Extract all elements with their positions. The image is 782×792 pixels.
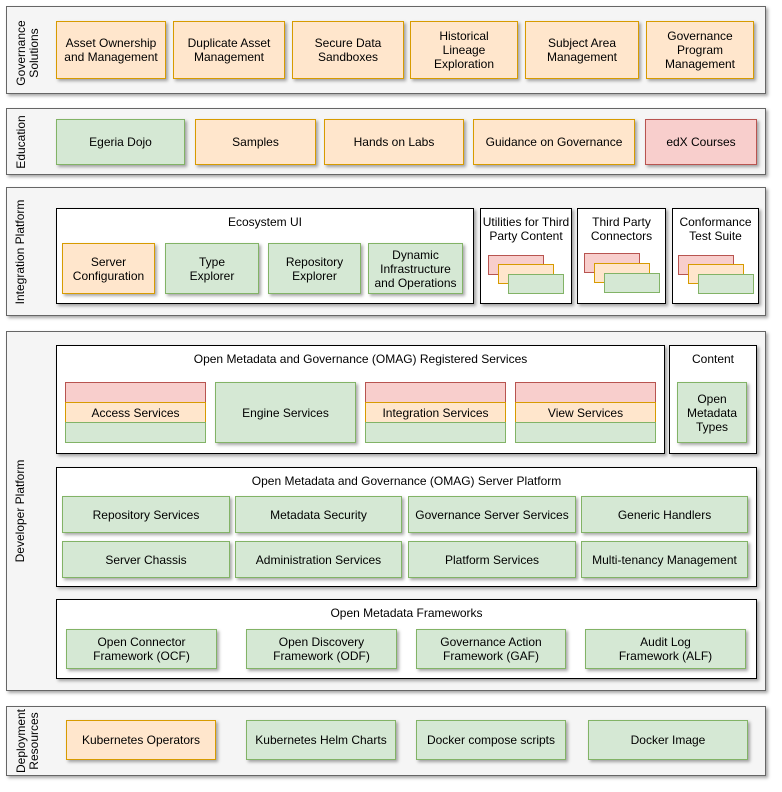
developer-platform-label: Developer Platform — [12, 459, 27, 563]
content-title: Content — [691, 352, 735, 366]
governance-solutions-label: Governance Solutions — [14, 20, 41, 86]
deployment-resources-label: Deployment Resources — [14, 708, 41, 774]
education-label: Education — [13, 115, 28, 169]
kubernetes-helm-charts-box: Kubernetes Helm Charts — [246, 720, 396, 760]
conformance-title: Conformance Test Suite — [679, 215, 752, 243]
metadata-security-box: Metadata Security — [235, 496, 402, 533]
open-metadata-types-box: Open Metadata Types — [677, 382, 747, 443]
server-platform-title: Open Metadata and Governance (OMAG) Serv… — [251, 474, 562, 488]
engine-services-box: Engine Services — [215, 382, 356, 443]
subject-area-box: Subject Area Management — [525, 21, 639, 79]
odf-box: Open Discovery Framework (ODF) — [246, 629, 397, 669]
frameworks-title: Open Metadata Frameworks — [330, 606, 483, 620]
utilities-title: Utilities for Third Party Content — [482, 215, 570, 243]
integration-platform-label: Integration Platform — [12, 199, 27, 305]
type-explorer-box: Type Explorer — [165, 243, 259, 294]
alf-box: Audit Log Framework (ALF) — [585, 629, 746, 669]
ocf-box: Open Connector Framework (OCF) — [66, 629, 217, 669]
platform-services-box: Platform Services — [408, 541, 576, 578]
gaf-box: Governance Action Framework (GAF) — [416, 629, 566, 669]
access-services-box: Access Services — [65, 402, 206, 423]
server-configuration-box: Server Configuration — [62, 243, 155, 294]
administration-services-box: Administration Services — [235, 541, 402, 578]
kubernetes-operators-box: Kubernetes Operators — [66, 720, 216, 760]
connectors-title: Third Party Connectors — [590, 215, 653, 243]
access-services-band-bottom — [65, 422, 206, 443]
samples-box: Samples — [195, 119, 316, 165]
edx-courses-box: edX Courses — [645, 119, 757, 165]
duplicate-asset-box: Duplicate Asset Management — [173, 21, 285, 79]
integration-services-box: Integration Services — [365, 402, 506, 423]
asset-ownership-box: Asset Ownership and Management — [56, 21, 166, 79]
integration-services-band-top — [365, 382, 506, 403]
generic-handlers-box: Generic Handlers — [581, 496, 748, 533]
guidance-on-governance-box: Guidance on Governance — [473, 119, 635, 165]
secure-data-sandboxes-box: Secure Data Sandboxes — [292, 21, 404, 79]
conformance-stack-card-3 — [698, 274, 754, 294]
egeria-dojo-box: Egeria Dojo — [56, 119, 185, 165]
repository-services-box: Repository Services — [62, 496, 230, 533]
docker-image-box: Docker Image — [588, 720, 748, 760]
governance-program-box: Governance Program Management — [646, 21, 754, 79]
view-services-box: View Services — [515, 402, 656, 423]
multi-tenancy-box: Multi-tenancy Management — [581, 541, 748, 578]
hands-on-labs-box: Hands on Labs — [324, 119, 464, 165]
ecosystem-ui-title: Ecosystem UI — [227, 215, 302, 229]
dynamic-infrastructure-box: Dynamic Infrastructure and Operations — [368, 243, 463, 294]
view-services-band-top — [515, 382, 656, 403]
registered-services-title: Open Metadata and Governance (OMAG) Regi… — [193, 352, 528, 366]
connectors-stack-card-3 — [604, 273, 660, 293]
governance-server-services-box: Governance Server Services — [408, 496, 576, 533]
repository-explorer-box: Repository Explorer — [268, 243, 361, 294]
server-chassis-box: Server Chassis — [62, 541, 230, 578]
integration-services-band-bottom — [365, 422, 506, 443]
utilities-stack-card-3 — [508, 274, 564, 294]
access-services-band-top — [65, 382, 206, 403]
historical-lineage-box: Historical Lineage Exploration — [410, 21, 518, 79]
docker-compose-box: Docker compose scripts — [416, 720, 566, 760]
view-services-band-bottom — [515, 422, 656, 443]
